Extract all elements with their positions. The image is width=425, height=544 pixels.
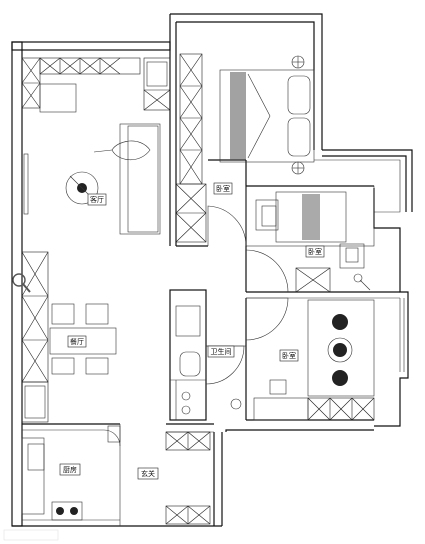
master-bed	[219, 55, 315, 175]
room-labels: 客厅 餐厅 卧室 卧室 卧室 卫生间 厨房 玄关	[59, 182, 325, 480]
exterior-walls	[11, 13, 413, 527]
kitchen-label: 厨房	[63, 465, 77, 474]
living-room-label: 客厅	[90, 195, 104, 204]
corner-watermark	[3, 529, 59, 541]
third-bedroom-furniture	[253, 299, 375, 421]
dining-table	[49, 303, 117, 375]
dining-room-label: 餐厅	[70, 337, 84, 346]
entrance-label: 玄关	[141, 469, 155, 478]
interior-walls	[22, 50, 400, 526]
second-bedroom-label: 卧室	[308, 247, 322, 256]
bathroom-fixtures	[175, 305, 242, 415]
magnifier-icon[interactable]	[12, 273, 31, 293]
doors	[103, 205, 289, 447]
living-furniture	[23, 83, 161, 235]
third-bedroom-label: 卧室	[282, 351, 296, 360]
bathroom-label: 卫生间	[211, 347, 232, 356]
second-bed	[255, 191, 371, 291]
wardrobes	[21, 53, 375, 525]
kitchen-fixtures	[21, 425, 121, 521]
master-bedroom-label: 卧室	[216, 184, 230, 193]
